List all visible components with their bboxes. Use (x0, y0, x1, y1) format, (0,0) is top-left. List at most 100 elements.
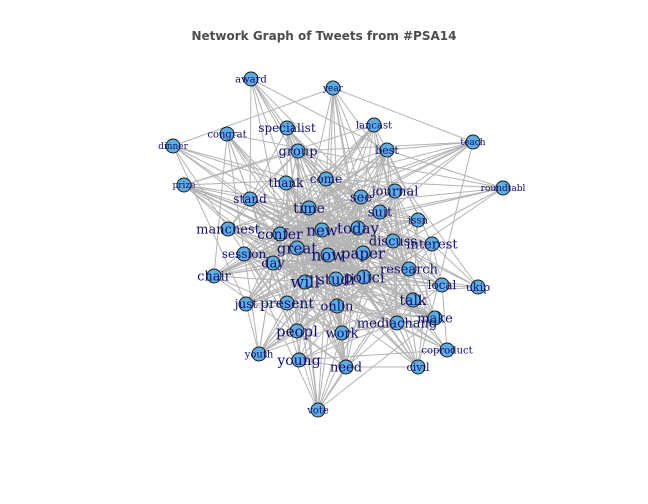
node-will (297, 274, 313, 290)
node-chair (206, 268, 222, 284)
node-onlin (329, 298, 345, 314)
edge-confer-now (279, 233, 329, 256)
edge-just-youth (245, 303, 260, 355)
node-manchest (220, 221, 236, 237)
edge-will-peopl (296, 281, 306, 332)
node-polici (356, 269, 372, 285)
node-journal (387, 183, 403, 199)
edge-suit-confer (279, 211, 381, 235)
node-label-research: research (380, 263, 439, 278)
edge-discuss-youth (258, 240, 394, 355)
node-label-vote: vote (306, 406, 329, 417)
node-new (314, 222, 330, 238)
edge-mediachang-work (341, 322, 398, 334)
edge-studi-civil (335, 278, 419, 368)
edge-day-polici (272, 262, 365, 278)
node-label-onlin: onlin (321, 300, 355, 315)
node-come (318, 171, 334, 187)
edge-studi-just (245, 278, 337, 305)
node-best (379, 142, 395, 158)
node-label-new: new (306, 221, 338, 239)
node-label-specialist: specialist (258, 121, 315, 135)
node-label-suit: suit (368, 206, 393, 221)
node-label-journal: journal (370, 185, 419, 200)
node-suit (372, 204, 388, 220)
node-issn (410, 212, 426, 228)
edge-local-coproduct (441, 284, 448, 351)
node-label-best: best (375, 144, 399, 157)
edge-day-just (245, 262, 274, 305)
edge-session-vote (243, 253, 319, 411)
edge-will-make (304, 281, 436, 319)
edge-session-work (243, 253, 343, 334)
edge-see-now (327, 196, 362, 256)
edge-issn-just (245, 219, 419, 305)
node-label-polici: polici (343, 268, 385, 286)
edge-paper-chair (213, 252, 364, 277)
edge-see-mediachang (360, 196, 398, 324)
node-label-dinner: dinner (158, 142, 189, 152)
node-thank (278, 175, 294, 191)
edge-present-onlin (286, 302, 338, 307)
edge-research-polici (363, 268, 410, 278)
edge-great-talk (296, 247, 414, 301)
edge-onlin-mediachang (336, 305, 398, 324)
edge-present-youth (258, 302, 288, 355)
edge-stand-interest (249, 198, 433, 245)
node-label-interest: interest (406, 238, 458, 253)
edge-year-dinner (172, 87, 334, 147)
edge-new-interest (321, 229, 433, 245)
edge-make-vote (317, 317, 436, 411)
edge-discuss-vote (317, 240, 394, 411)
node-coproduct (439, 342, 455, 358)
edge-best-interest (386, 149, 433, 245)
node-label-studi: studi (317, 270, 355, 288)
node-label-work: work (325, 327, 358, 342)
edge-chair-will (213, 275, 306, 283)
node-day (265, 255, 281, 271)
node-session (236, 246, 252, 262)
edge-great-chair (213, 247, 298, 277)
edge-see-confer (279, 196, 362, 235)
node-label-lancast: lancast (356, 121, 392, 132)
node-label-stand: stand (233, 192, 267, 206)
edge-young-need (298, 359, 347, 368)
node-label-teach: teach (460, 138, 485, 148)
node-see (353, 189, 369, 205)
edge-paper-coproduct (362, 252, 448, 351)
node-label-day: day (261, 257, 285, 272)
node-label-paper: paper (341, 244, 386, 262)
edge-journal-confer (279, 190, 396, 235)
edge-session-now (243, 253, 329, 256)
node-now (320, 247, 336, 263)
node-label-talk: talk (400, 293, 427, 309)
node-label-time: time (293, 201, 325, 217)
node-label-civil: civil (407, 361, 430, 374)
node-vote (310, 402, 326, 418)
edge-see-polici (360, 196, 365, 278)
node-label-roundtabl: roundtabl (481, 184, 526, 194)
node-time (301, 200, 317, 216)
node-peopl (289, 323, 305, 339)
node-label-just: just (233, 297, 258, 311)
node-label-manchest: manchest (196, 223, 260, 238)
node-stand (242, 191, 258, 207)
node-label-congrat: congrat (207, 130, 246, 141)
node-work (334, 325, 350, 341)
node-just (238, 296, 254, 312)
edge-prize-stand (183, 184, 251, 200)
edge-work-vote (317, 332, 343, 411)
edge-congrat-chair (213, 133, 228, 277)
edge-day-civil (272, 262, 419, 368)
node-label-confer: confer (257, 227, 303, 243)
node-youth (251, 346, 267, 362)
node-label-present: present (260, 296, 314, 312)
node-specialist (279, 120, 295, 136)
edge-confer-paper (279, 233, 364, 254)
edge-group-manchest (227, 150, 299, 230)
node-label-chair: chair (197, 270, 232, 285)
node-discuss (385, 233, 401, 249)
edge-group-stand (249, 150, 299, 200)
